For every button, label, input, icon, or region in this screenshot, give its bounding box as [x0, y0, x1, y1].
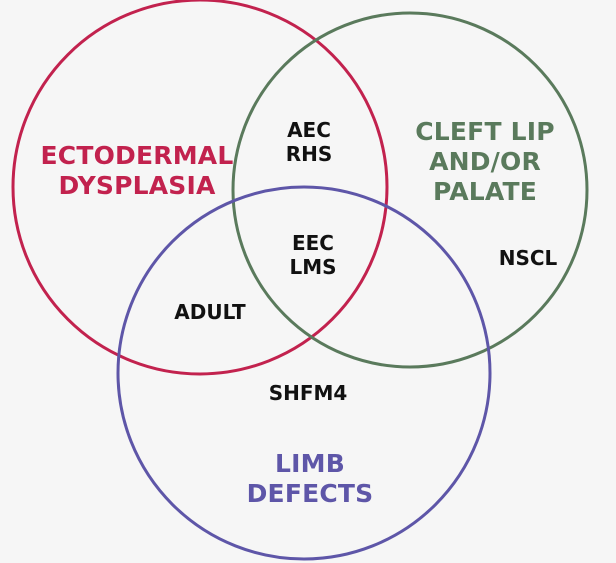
limb-defects-label: LIMB DEFECTS	[220, 449, 400, 509]
cleft-lip-palate-circle	[231, 11, 589, 369]
ectodermal-dysplasia-circle	[11, 0, 389, 376]
region-ecto-limb: ADULT	[150, 300, 270, 324]
region-adult: ADULT	[174, 300, 246, 324]
ectodermal-label-line2: DYSPLASIA	[58, 171, 216, 200]
region-all-three: EEC LMS	[268, 231, 358, 279]
region-nscl: NSCL	[498, 246, 558, 270]
region-aec: AEC	[287, 118, 331, 142]
cleft-label-line1: CLEFT LIP	[415, 117, 555, 146]
cleft-lip-palate-label: CLEFT LIP AND/OR PALATE	[390, 117, 580, 207]
region-shfm4: SHFM4	[268, 381, 348, 405]
region-limb-only: SHFM4	[248, 381, 368, 405]
limb-label-line2: DEFECTS	[246, 479, 374, 508]
region-ecto-cleft: AEC RHS	[264, 118, 354, 166]
cleft-label-line2: AND/OR	[429, 147, 541, 176]
region-cleft-only: NSCL	[478, 246, 578, 270]
ectodermal-label-line1: ECTODERMAL	[40, 141, 234, 170]
limb-label-line1: LIMB	[275, 449, 345, 478]
region-lms: LMS	[289, 255, 337, 279]
cleft-label-line3: PALATE	[432, 177, 538, 206]
ectodermal-dysplasia-label: ECTODERMAL DYSPLASIA	[22, 141, 252, 201]
limb-defects-circle	[116, 185, 492, 561]
region-rhs: RHS	[285, 142, 333, 166]
region-eec: EEC	[291, 231, 334, 255]
